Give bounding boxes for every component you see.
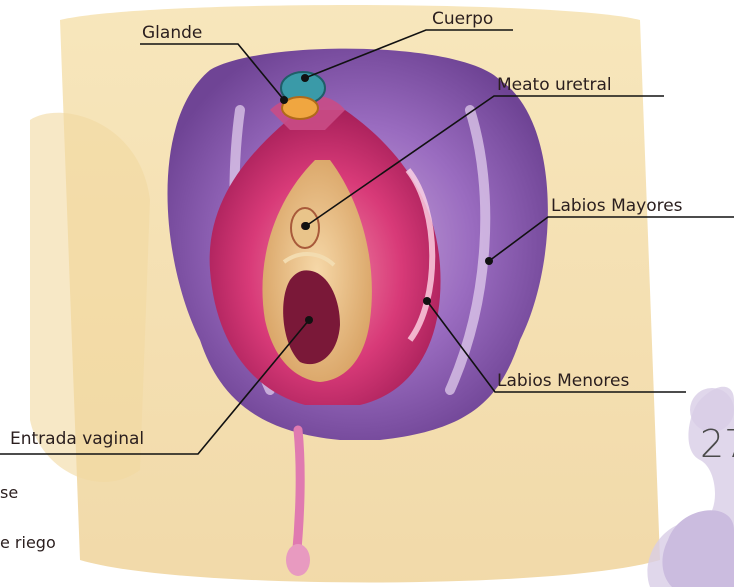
- paper-wash-left: [30, 113, 150, 482]
- cut-text-line-1: se: [0, 483, 18, 502]
- label-meato-uretral: Meato uretral: [497, 75, 612, 95]
- label-glande: Glande: [142, 23, 202, 43]
- cut-text-line-2: e riego: [0, 533, 56, 552]
- label-cuerpo: Cuerpo: [432, 9, 493, 29]
- page-number: 27: [700, 422, 734, 466]
- label-entrada-vaginal: Entrada vaginal: [10, 429, 144, 449]
- label-labios-menores: Labios Menores: [497, 371, 629, 391]
- perineum-streak: [296, 430, 300, 560]
- label-labios-mayores: Labios Mayores: [551, 196, 683, 216]
- perineum-drop: [286, 544, 310, 576]
- decorative-swirl: [647, 387, 734, 587]
